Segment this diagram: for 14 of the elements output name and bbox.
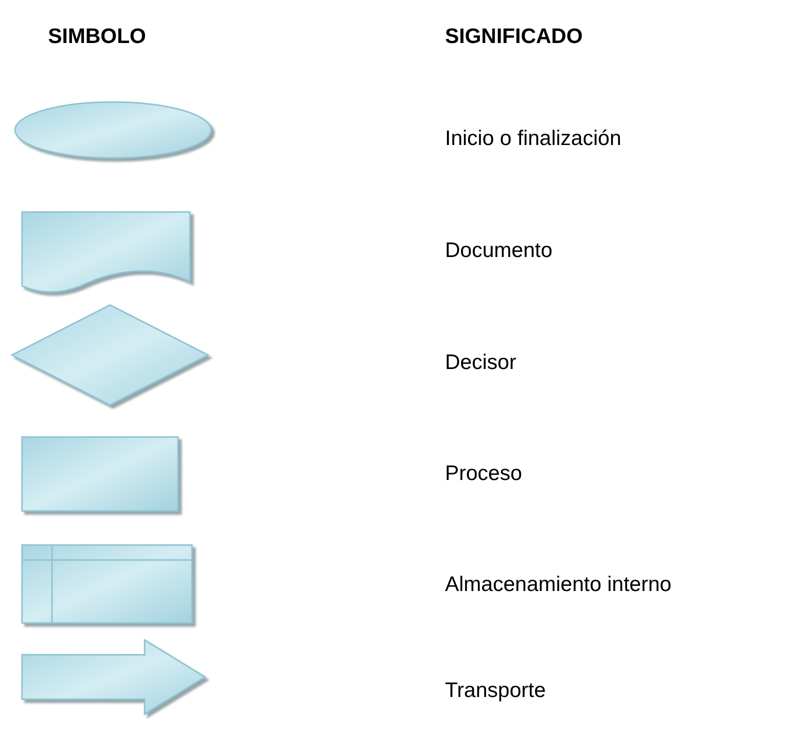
decision-diamond-symbol xyxy=(12,305,208,405)
symbol-meaning: Inicio o finalización xyxy=(445,127,622,151)
process-symbol xyxy=(22,437,178,511)
symbol-meaning: Almacenamiento interno xyxy=(445,573,672,597)
arrow-symbol xyxy=(22,640,205,714)
storage-symbol xyxy=(22,545,192,623)
symbol-meaning: Documento xyxy=(445,239,552,263)
column-heading: SIGNIFICADO xyxy=(445,25,583,49)
symbol-meaning: Decisor xyxy=(445,351,516,375)
column-heading: SIMBOLO xyxy=(48,25,146,49)
symbol-meaning: Transporte xyxy=(445,679,546,703)
document-symbol xyxy=(22,212,190,296)
oval-symbol xyxy=(15,102,211,158)
symbol-meaning: Proceso xyxy=(445,462,522,486)
